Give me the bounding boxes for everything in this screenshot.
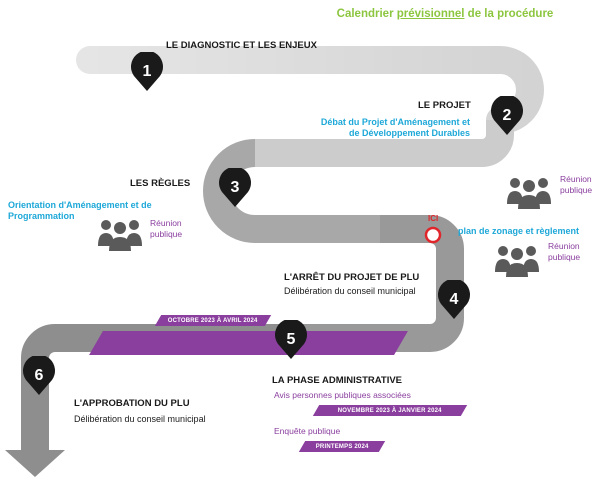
zonage-label: plan de zonage et règlement bbox=[458, 226, 580, 236]
current-position-marker bbox=[424, 226, 442, 244]
step-2-pin: 2 bbox=[491, 96, 523, 135]
administrative-period-band bbox=[89, 331, 408, 355]
step-4-title: L'ARRÊT DU PROJET DE PLU bbox=[284, 272, 420, 283]
road-segment-projet bbox=[255, 120, 514, 167]
step-2-meeting: Réunion publique bbox=[560, 174, 593, 195]
people-icon bbox=[495, 246, 539, 277]
period-banner: OCTOBRE 2023 À AVRIL 2024 bbox=[154, 315, 272, 326]
svg-text:2: 2 bbox=[503, 107, 512, 124]
step-4-detail: Délibération du conseil municipal bbox=[284, 286, 416, 296]
step-3-meeting: Réunion publique bbox=[150, 218, 183, 239]
step-5-item-1: Avis personnes publiques associées bbox=[274, 390, 411, 400]
step-6-pin: 6 bbox=[23, 356, 55, 395]
page-title: Calendrier prévisionnel de la procédure bbox=[336, 8, 554, 20]
svg-text:4: 4 bbox=[450, 291, 459, 308]
road-segment-final bbox=[21, 324, 300, 455]
step-1-title: LE DIAGNOSTIC ET LES ENJEUX bbox=[166, 40, 317, 51]
step-5-pin: 5 bbox=[275, 320, 307, 359]
step-4-pin: 4 bbox=[438, 280, 470, 319]
step-3-title: LES RÈGLES bbox=[130, 178, 191, 189]
step-5-title: LA PHASE ADMINISTRATIVE bbox=[272, 375, 403, 386]
svg-text:5: 5 bbox=[287, 331, 296, 348]
svg-text:3: 3 bbox=[231, 179, 240, 196]
svg-text:6: 6 bbox=[35, 367, 44, 384]
step-3-pin: 3 bbox=[219, 168, 251, 207]
road-arrow-head bbox=[5, 450, 65, 477]
road-segment-arret bbox=[300, 215, 464, 352]
ici-label: ICI bbox=[428, 214, 439, 223]
step-2-title: LE PROJET bbox=[418, 100, 471, 111]
people-icon bbox=[98, 220, 142, 251]
step-2-detail: Débat du Projet d'Aménagement et de Déve… bbox=[320, 117, 470, 138]
step-1-number: 1 bbox=[143, 63, 152, 80]
people-icon bbox=[507, 178, 551, 209]
step-6-title: L'APPROBATION DU PLU bbox=[74, 398, 190, 409]
step-3-detail: Orientation d'Aménagement et de Programm… bbox=[8, 200, 152, 221]
zonage-meeting: Réunion publique bbox=[548, 241, 581, 262]
step-5-item-1-period: NOVEMBRE 2023 À JANVIER 2024 bbox=[312, 405, 468, 416]
step-5-item-2: Enquête publique bbox=[274, 426, 341, 436]
road-segment-regles bbox=[203, 139, 380, 243]
step-1-pin: 1 bbox=[131, 52, 163, 91]
step-6-detail: Délibération du conseil municipal bbox=[74, 414, 206, 424]
step-5-item-2-period: PRINTEMPS 2024 bbox=[298, 441, 386, 452]
